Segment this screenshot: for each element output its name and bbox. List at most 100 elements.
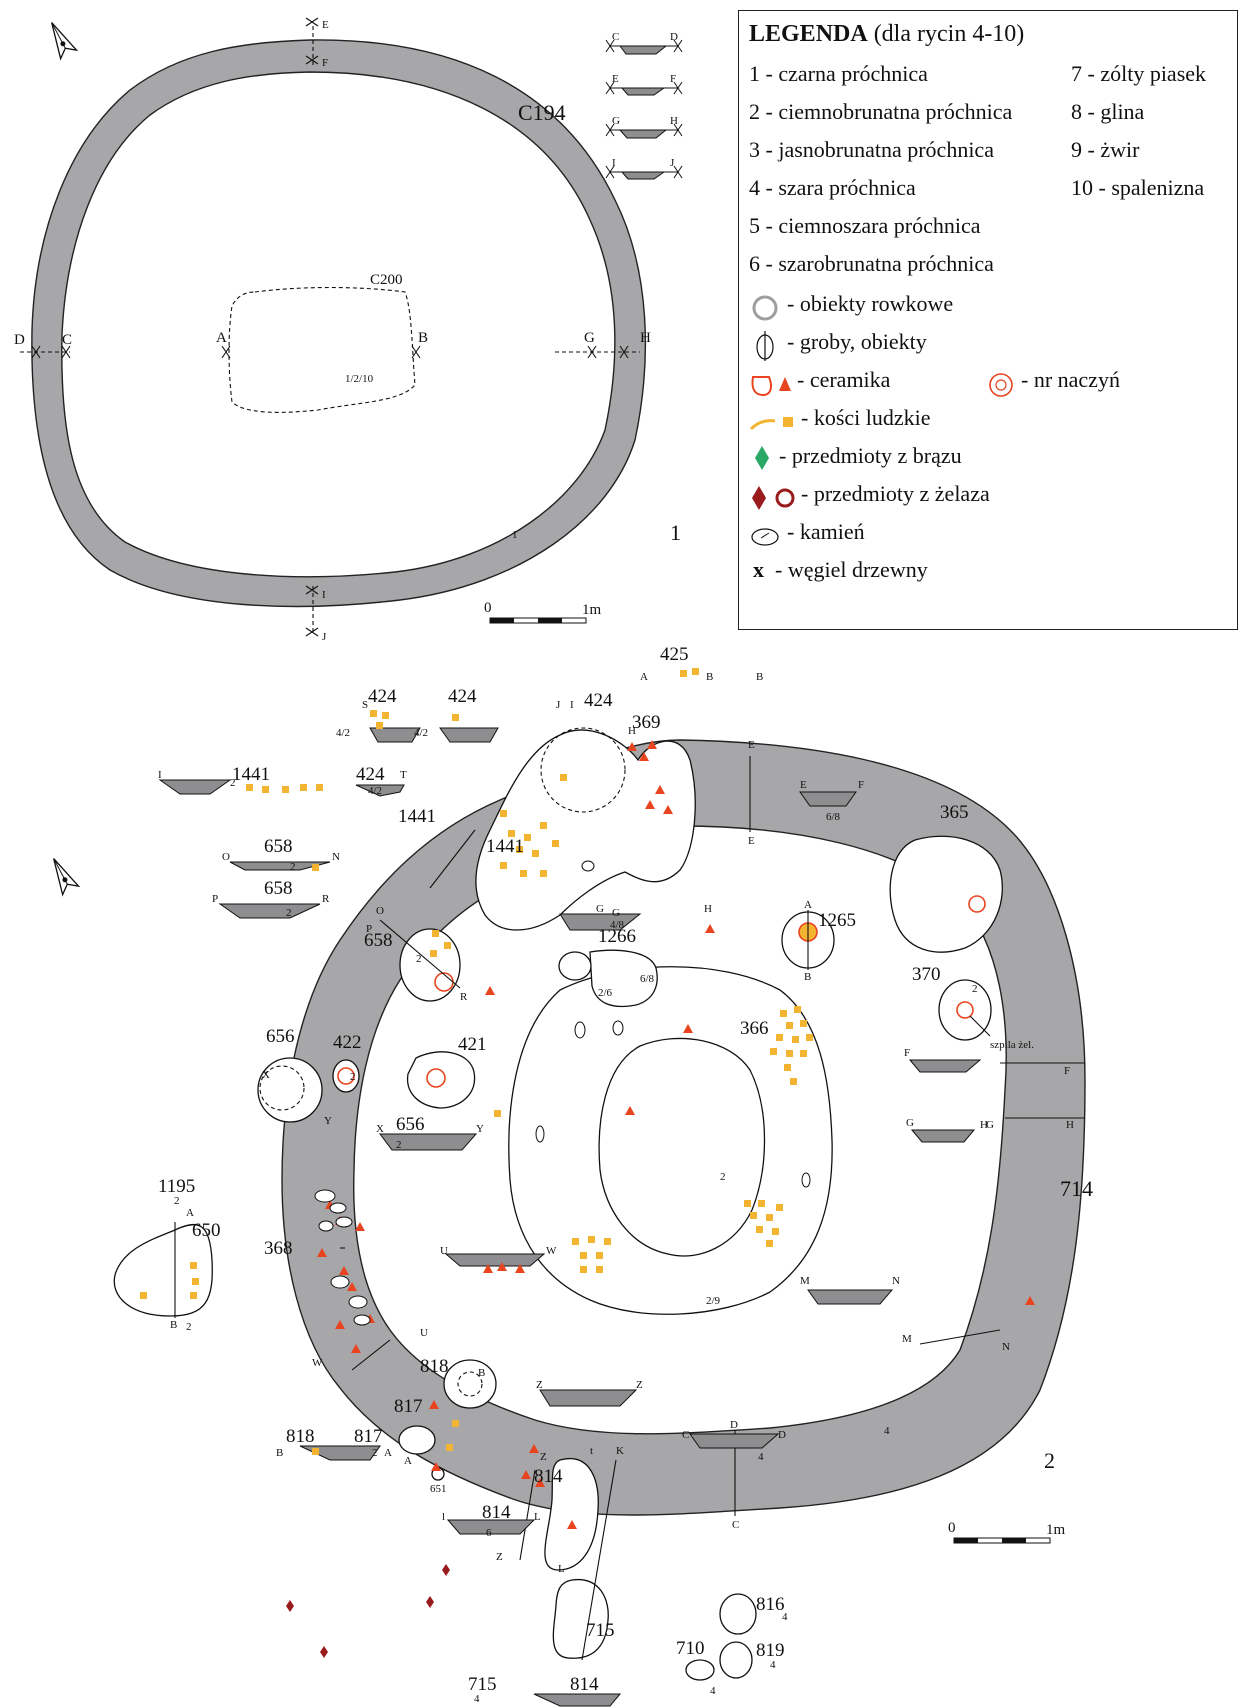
legend-sym-charcoal: - węgiel drzewny [775, 557, 928, 582]
ditch-symbol-icon [752, 295, 778, 321]
pt-t: t [590, 1445, 593, 1457]
pt-a3: A [186, 1207, 194, 1219]
north-arrow-icon [51, 22, 79, 61]
fill-2k: 2 [174, 1195, 180, 1207]
object-650 [113, 1224, 213, 1317]
fill-2i: 2 [972, 983, 978, 995]
pt-o: O [376, 905, 384, 917]
label-658c: 658 [364, 930, 393, 951]
label-370: 370 [912, 964, 941, 985]
label-656b: 656 [396, 1114, 425, 1135]
scale-bar-2: 0 1m [948, 1520, 1066, 1544]
legend-title-rest: (dla rycin 4-10) [867, 21, 1025, 47]
label-422: 422 [333, 1032, 362, 1053]
pt-c2: C [682, 1429, 689, 1441]
vessel-number-icon [989, 373, 1013, 397]
fill-48: 4/8 [610, 919, 625, 931]
ceramic-finds [317, 740, 1035, 1529]
pt-l2: l [442, 1511, 445, 1523]
object-1266b [558, 951, 592, 981]
grave-dashed [259, 1065, 305, 1111]
section-lines [340, 756, 1085, 1661]
label-425: 425 [660, 644, 689, 665]
label-1266: 1266 [598, 926, 636, 947]
pt-a2: A [804, 899, 812, 911]
pt-b5: B [478, 1367, 485, 1379]
label-szpila: szpila żel. [990, 1039, 1034, 1051]
section-lines [20, 26, 640, 632]
sec-c: C [612, 31, 619, 43]
pt-i: I [158, 769, 162, 781]
fill-42b: 4/2 [414, 727, 428, 739]
vessel-number-icon [457, 1371, 483, 1397]
label-1441c: 1441 [486, 836, 524, 857]
iron-finds [286, 1564, 450, 1658]
label-715a: 715 [586, 1620, 615, 1641]
legend-item-9: 9 - żwir [1071, 137, 1140, 162]
object-710 [685, 1659, 715, 1681]
pt-h3: H [628, 725, 636, 737]
sec-g: G [612, 115, 620, 127]
charcoal-symbol-icon: x [753, 557, 764, 582]
figure-number-2: 2 [1044, 1448, 1055, 1473]
pt-c: C [732, 1519, 739, 1531]
label-369: 369 [632, 712, 661, 733]
pt-z3: Z [536, 1379, 543, 1391]
ditch-ring-c194 [31, 39, 647, 608]
object-365 [889, 835, 1003, 953]
pt-a5: A [384, 1447, 392, 1459]
label-ring-fill: 1 [512, 529, 518, 541]
pt-z4: Z [636, 1379, 643, 1391]
pt-b6: B [276, 1447, 283, 1459]
label-818a: 818 [420, 1356, 449, 1377]
pt-p: P [366, 923, 372, 935]
vessel-number-icon [956, 1001, 974, 1019]
legend-panel: LEGENDA (dla rycin 4-10) 1 - czarna próc… [738, 10, 1238, 630]
bone-symbol-icon [749, 417, 793, 431]
pt-b4: B [170, 1319, 177, 1331]
pt-z: Z [540, 1451, 547, 1463]
figure-number-1: 1 [670, 520, 681, 545]
label-inner-fill: 1/2/10 [345, 373, 374, 385]
label-818b: 818 [286, 1426, 315, 1447]
fill-4f: 4 [710, 1685, 716, 1697]
point-e: E [322, 19, 329, 31]
object-421 [406, 1051, 476, 1109]
point-j: J [322, 631, 327, 643]
pt-n: N [1002, 1341, 1010, 1353]
point-d: D [14, 332, 25, 348]
iron-symbol-icon [752, 486, 795, 510]
pt-m: M [902, 1333, 912, 1345]
label-710: 710 [676, 1638, 705, 1659]
label-1441b: 1441 [398, 806, 436, 827]
fill-2c: 2 [720, 1171, 726, 1183]
fill-6: 6 [486, 1527, 492, 1539]
label-424c: 424 [584, 690, 613, 711]
label-1195: 1195 [158, 1176, 195, 1197]
legend-title-bold: LEGENDA [749, 21, 868, 47]
object-715 [552, 1579, 609, 1659]
label-814a: 814 [534, 1466, 563, 1487]
point-a: A [216, 330, 227, 346]
pt-w: W [312, 1357, 323, 1369]
fill-2l: 2 [186, 1321, 192, 1333]
pt-a: A [640, 671, 648, 683]
fill-4b: 4 [758, 1451, 764, 1463]
pt-m2: M [800, 1275, 810, 1287]
point-c: C [62, 332, 72, 348]
object-818 [443, 1359, 497, 1409]
fill-4e: 4 [474, 1693, 480, 1705]
fill-68b: 6/8 [826, 811, 841, 823]
fill-26: 2/6 [598, 987, 613, 999]
object-number-labels: 425 424 424 424 424 369 1441 1441 1441 3… [158, 644, 1093, 1695]
stone-symbol-icon [751, 528, 779, 546]
section-markers [31, 17, 629, 637]
fill-68a: 6/8 [640, 973, 655, 985]
object-366-core [598, 1037, 766, 1257]
stones [314, 860, 811, 1326]
label-c200: C200 [370, 272, 403, 288]
label-819: 819 [756, 1640, 785, 1661]
point-g: G [584, 330, 595, 346]
legend-sym-vessel: - nr naczyń [1021, 367, 1120, 392]
